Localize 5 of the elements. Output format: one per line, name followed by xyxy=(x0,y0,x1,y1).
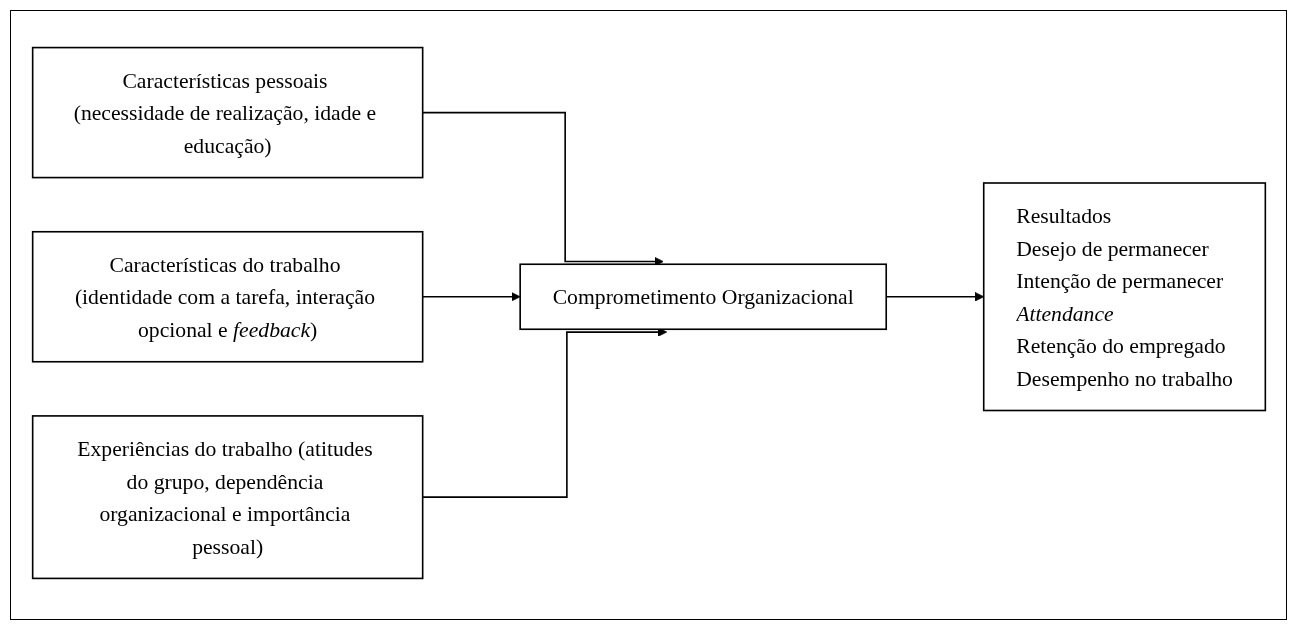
node-box xyxy=(982,182,1266,412)
node-box xyxy=(31,46,423,179)
node-box xyxy=(31,230,423,363)
node-box xyxy=(31,415,423,580)
node-box xyxy=(518,263,887,331)
